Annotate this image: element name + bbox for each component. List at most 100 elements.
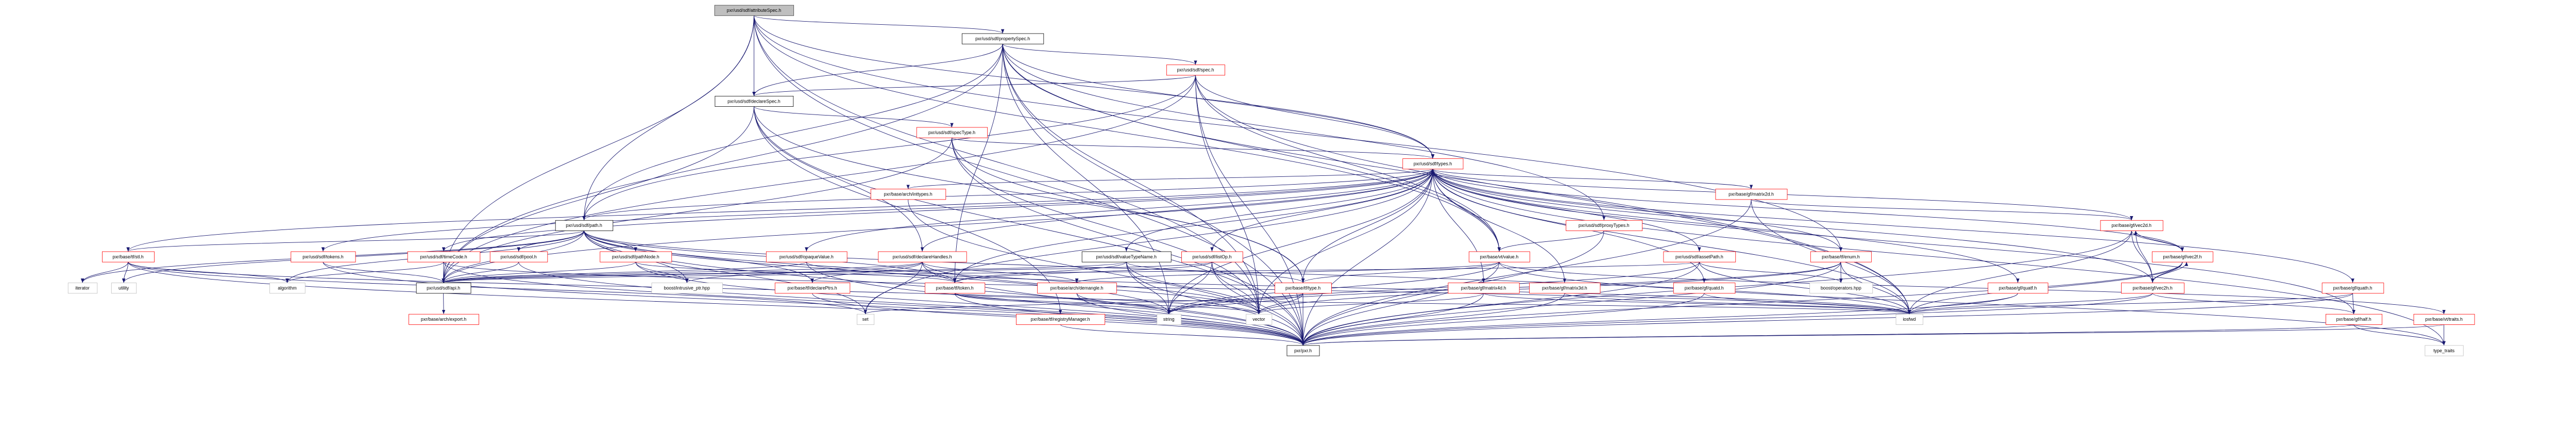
edge-pxr-usd-sdf-declarespec-h--pxr-usd-sdf-declarehandles-h <box>754 106 924 252</box>
node-box <box>1448 283 1520 294</box>
edge-pxr-usd-sdf-valuetypename-h--pxr-base-tf-token-h <box>953 261 1127 283</box>
edge-pxr-usd-sdf-declarespec-h--pxr-pxr-h <box>754 106 1305 346</box>
node-pxr-usd-sdf-declarespec-h[interactable]: pxr/usd/sdf/declareSpec.h <box>715 95 794 107</box>
node-box <box>1166 64 1225 76</box>
edge-pxr-usd-sdf-valuetypename-h--pxr-usd-sdf-api-h <box>442 261 1127 283</box>
node-label: pxr/base/gf/quath.h <box>2333 286 2372 291</box>
edge-pxr-usd-sdf-propertyspec-h--pxr-usd-sdf-declarespec-h <box>752 43 1003 96</box>
edge-pxr-base-gf-quatf-h--pxr-pxr-h <box>1301 293 2018 346</box>
node-box <box>409 314 479 325</box>
node-pxr-usd-sdf-pool-h[interactable]: pxr/usd/sdf/pool.h <box>489 251 548 262</box>
node-label: pxr/usd/sdf/types.h <box>1414 161 1452 167</box>
edge-pxr-usd-sdf-path-h--iosfwd <box>584 231 1911 314</box>
node-iosfwd[interactable]: iosfwd <box>1895 314 1924 325</box>
node-box <box>2100 220 2163 231</box>
node-box <box>102 251 155 262</box>
node-algorithm[interactable]: algorithm <box>269 283 306 294</box>
node-pxr-base-gf-matrix3d-h[interactable]: pxr/base/gf/matrix3d.h <box>1529 283 1601 294</box>
edge-pxr-usd-sdf-propertyspec-h--iosfwd <box>1002 43 1911 314</box>
edge-pxr-base-vt-value-h--pxr-base-arch-demangle-h <box>1075 261 1500 283</box>
edge-pxr-usd-sdf-listop-h--pxr-usd-sdf-api-h <box>442 261 1212 283</box>
node-pxr-base-arch-export-h[interactable]: pxr/base/arch/export.h <box>409 314 479 325</box>
node-pxr-base-gf-vec2f-h[interactable]: pxr/base/gf/vec2f.h <box>2151 251 2213 262</box>
edge-pxr-base-vt-value-h--pxr-base-tf-type-h <box>1301 261 1500 283</box>
node-type-traits[interactable]: type_traits <box>2425 345 2464 356</box>
edge-pxr-usd-sdf-types-h--pxr-usd-sdf-timecode-h <box>442 169 1433 252</box>
node-pxr-usd-sdf-declarehandles-h[interactable]: pxr/usd/sdf/declareHandles.h <box>878 251 967 262</box>
node-label: pxr/usd/sdf/spec.h <box>1177 68 1214 73</box>
node-pxr-usd-sdf-valuetypename-h[interactable]: pxr/usd/sdf/valueTypeName.h <box>1081 251 1172 262</box>
edge-pxr-base-tf-registrymanager-h--pxr-pxr-h <box>1060 324 1305 346</box>
node-pxr-usd-sdf-propertyspec-h[interactable]: pxr/usd/sdf/propertySpec.h <box>961 33 1044 44</box>
edge-pxr-base-tf-stl-h--iterator <box>80 261 129 283</box>
node-vector[interactable]: vector <box>1246 314 1273 325</box>
node-set[interactable]: set <box>857 314 875 325</box>
node-string[interactable]: string <box>1157 314 1182 325</box>
node-pxr-base-tf-stl-h[interactable]: pxr/base/tf/stl.h <box>102 251 155 262</box>
edge-pxr-usd-sdf-opaquevalue-h--pxr-pxr-h <box>806 261 1305 346</box>
node-pxr-base-vt-value-h[interactable]: pxr/base/vt/value.h <box>1468 251 1530 262</box>
node-pxr-base-arch-inttypes-h[interactable]: pxr/base/arch/inttypes.h <box>870 189 946 200</box>
node-pxr-usd-sdf-assetpath-h[interactable]: pxr/usd/sdf/assetPath.h <box>1663 251 1736 262</box>
node-pxr-base-gf-quatd-h[interactable]: pxr/base/gf/quatd.h <box>1673 283 1736 294</box>
node-label: algorithm <box>278 286 297 291</box>
edge-pxr-usd-sdf-propertyspec-h--pxr-base-tf-token-h <box>953 43 1003 283</box>
node-boost-operators-hpp[interactable]: boost/operators.hpp <box>1809 283 1873 294</box>
node-box <box>1810 251 1872 262</box>
node-pxr-usd-sdf-attributespec-h[interactable]: pxr/usd/sdf/attributeSpec.h <box>714 5 794 16</box>
edge-pxr-usd-sdf-types-h--string <box>1167 169 1433 314</box>
node-pxr-base-gf-matrix2d-h[interactable]: pxr/base/gf/matrix2d.h <box>1715 189 1788 200</box>
node-label: pxr/base/gf/vec2f.h <box>2163 254 2201 259</box>
node-pxr-base-tf-enum-h[interactable]: pxr/base/tf/enum.h <box>1810 251 1872 262</box>
node-label: pxr/base/gf/matrix2d.h <box>1728 192 1774 197</box>
edge-pxr-usd-sdf-declarehandles-h--boost-intrusive-ptr-hpp <box>685 261 923 283</box>
node-box <box>407 251 481 262</box>
node-pxr-base-tf-type-h[interactable]: pxr/base/tf/type.h <box>1275 283 1332 294</box>
node-pxr-usd-sdf-pathnode-h[interactable]: pxr/usd/sdf/pathNode.h <box>600 251 672 262</box>
node-boost-intrusive-ptr-hpp[interactable]: boost/intrusive_ptr.hpp <box>651 283 723 294</box>
edge-pxr-usd-sdf-types-h--pxr-usd-sdf-path-h <box>582 169 1433 221</box>
node-pxr-base-arch-demangle-h[interactable]: pxr/base/arch/demangle.h <box>1037 283 1117 294</box>
node-pxr-usd-sdf-timecode-h[interactable]: pxr/usd/sdf/timeCode.h <box>407 251 481 262</box>
node-box <box>600 251 672 262</box>
node-pxr-base-gf-vec2h-h[interactable]: pxr/base/gf/vec2h.h <box>2121 283 2184 294</box>
node-pxr-base-gf-vec2d-h[interactable]: pxr/base/gf/vec2d.h <box>2100 220 2163 231</box>
node-pxr-usd-sdf-spec-h[interactable]: pxr/usd/sdf/spec.h <box>1166 64 1225 76</box>
node-pxr-base-gf-half-h[interactable]: pxr/base/gf/half.h <box>2326 314 2383 325</box>
node-pxr-base-tf-declareptrs-h[interactable]: pxr/base/tf/declarePtrs.h <box>774 283 851 294</box>
node-pxr-usd-sdf-listop-h[interactable]: pxr/usd/sdf/listOp.h <box>1181 251 1243 262</box>
edge-pxr-usd-sdf-types-h--pxr-base-arch-inttypes-h <box>906 169 1433 189</box>
node-iterator[interactable]: iterator <box>67 283 98 294</box>
node-pxr-usd-sdf-path-h[interactable]: pxr/usd/sdf/path.h <box>555 220 614 231</box>
node-pxr-base-gf-quath-h[interactable]: pxr/base/gf/quath.h <box>2321 283 2384 294</box>
edge-pxr-usd-sdf-types-h--type-traits <box>1432 169 2446 346</box>
node-pxr-usd-sdf-types-h[interactable]: pxr/usd/sdf/types.h <box>1402 158 1464 170</box>
node-pxr-usd-sdf-proxytypes-h[interactable]: pxr/usd/sdf/proxyTypes.h <box>1566 220 1643 231</box>
edge-pxr-usd-sdf-attributespec-h--pxr-usd-sdf-types-h <box>754 15 1435 159</box>
node-pxr-usd-sdf-tokens-h[interactable]: pxr/usd/sdf/tokens.h <box>291 251 356 262</box>
node-label: pxr/base/gf/half.h <box>2336 317 2371 322</box>
node-pxr-base-tf-registrymanager-h[interactable]: pxr/base/tf/registryManager.h <box>1016 314 1106 325</box>
node-pxr-base-vt-traits-h[interactable]: pxr/base/vt/traits.h <box>2413 314 2475 325</box>
edge-pxr-usd-sdf-attributespec-h--pxr-usd-sdf-api-h <box>442 15 754 283</box>
node-pxr-usd-sdf-opaquevalue-h[interactable]: pxr/usd/sdf/opaqueValue.h <box>766 251 848 262</box>
edge-pxr-base-gf-vec2d-h--iosfwd <box>1907 231 2132 314</box>
edge-layer <box>80 15 2446 346</box>
edge-pxr-usd-sdf-pool-h--pxr-pxr-h <box>518 261 1305 346</box>
include-dependency-graph: pxr/usd/sdf/attributeSpec.h pxr/usd/sdf/p… <box>67 5 2475 356</box>
edge-pxr-usd-sdf-types-h--pxr-base-gf-vec2f-h <box>1432 169 2184 252</box>
node-pxr-base-gf-quatf-h[interactable]: pxr/base/gf/quatf.h <box>1988 283 2048 294</box>
node-pxr-usd-sdf-api-h[interactable]: pxr/usd/sdf/api.h <box>416 283 471 294</box>
node-pxr-base-gf-matrix4d-h[interactable]: pxr/base/gf/matrix4d.h <box>1448 283 1520 294</box>
node-box <box>2413 314 2475 325</box>
node-box <box>714 5 794 16</box>
edge-pxr-usd-sdf-types-h--pxr-base-tf-enum-h <box>1432 169 1843 252</box>
node-box <box>878 251 967 262</box>
node-box <box>870 189 946 200</box>
node-pxr-pxr-h[interactable]: pxr/pxr.h <box>1286 345 1320 356</box>
edge-pxr-usd-sdf-types-h--pxr-base-gf-matrix2d-h <box>1432 169 1753 189</box>
node-pxr-usd-sdf-spectype-h[interactable]: pxr/usd/sdf/specType.h <box>916 127 988 138</box>
node-pxr-base-tf-token-h[interactable]: pxr/base/tf/token.h <box>924 283 986 294</box>
node-utility[interactable]: utility <box>111 283 137 294</box>
edge-pxr-usd-sdf-assetpath-h--iosfwd <box>1699 261 1911 314</box>
